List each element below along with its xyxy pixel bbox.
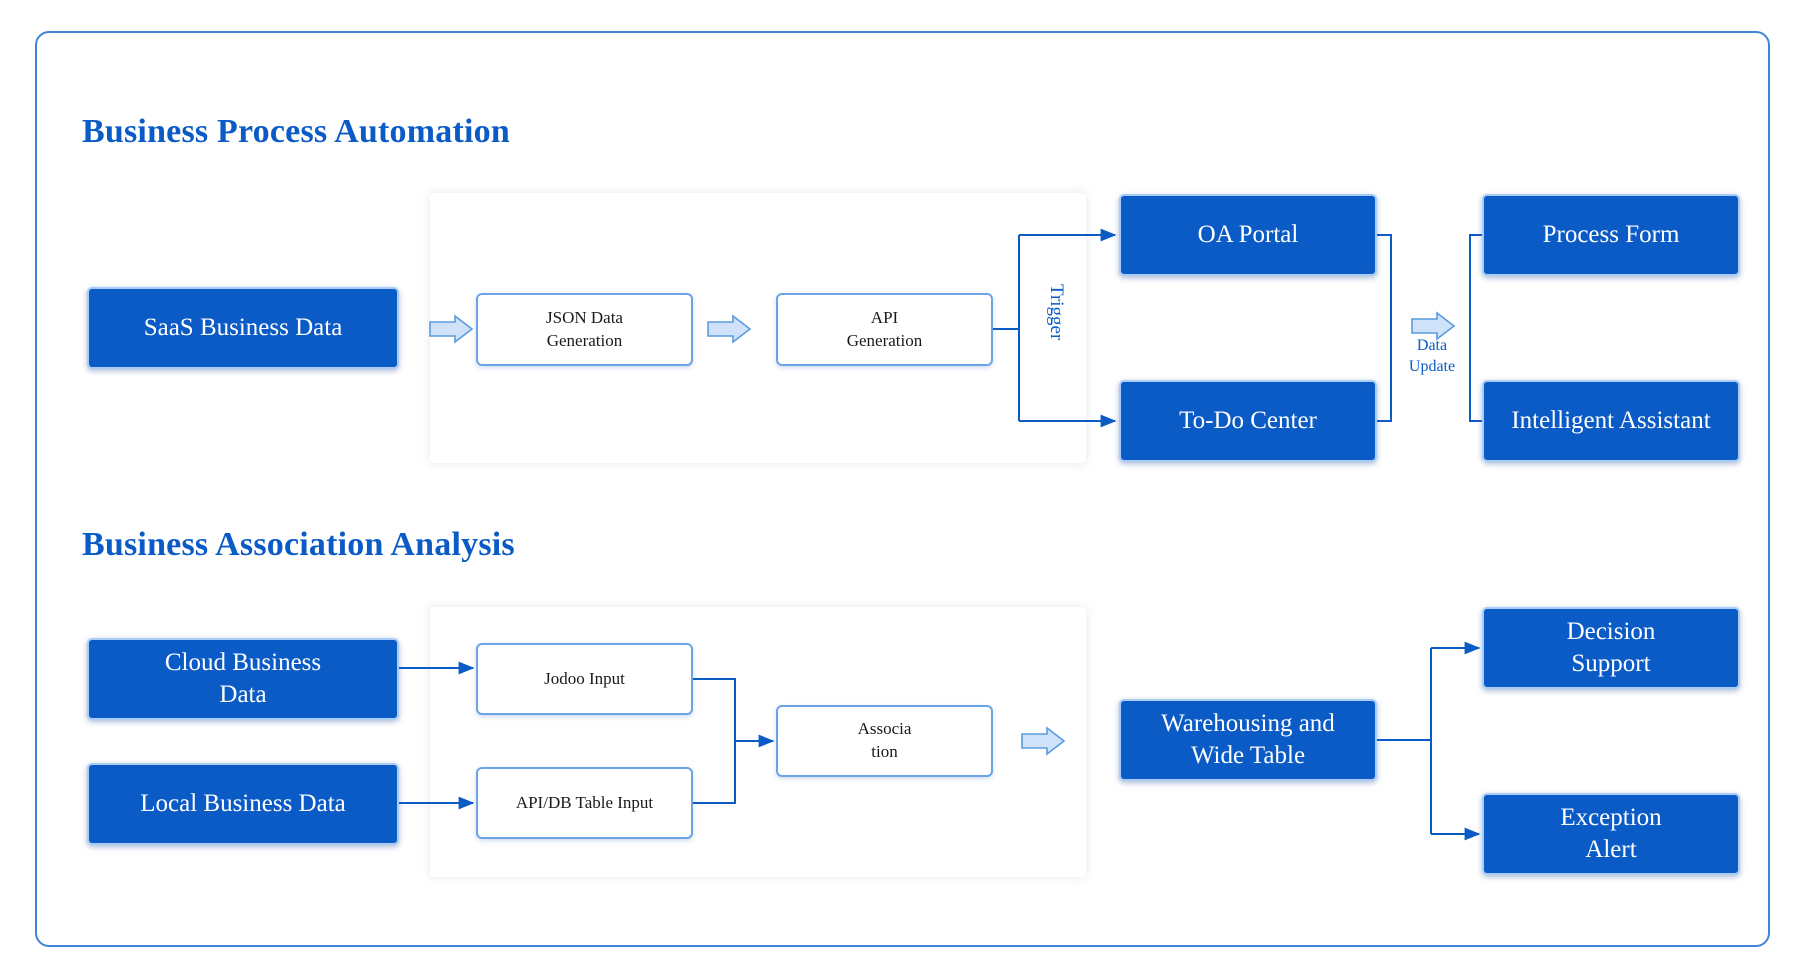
exception-line-2: Alert — [1585, 836, 1637, 863]
cloud-line-2: Data — [219, 681, 267, 708]
warehousing-wide-table-box[interactable]: Warehousing and Wide Table — [1119, 699, 1377, 781]
cloud-business-data-box[interactable]: Cloud Business Data — [87, 638, 399, 720]
decision-support-box[interactable]: Decision Support — [1482, 607, 1740, 689]
exception-line-1: Exception — [1560, 804, 1662, 831]
association-line-1: Associa — [857, 719, 912, 739]
warehouse-output-connector — [1377, 641, 1481, 841]
data-update-label: Data Update — [1392, 336, 1472, 378]
process-form-label: Process Form — [1542, 221, 1680, 248]
diagram-frame — [35, 31, 1770, 947]
decision-line-2: Support — [1571, 650, 1651, 677]
exception-alert-box[interactable]: Exception Alert — [1482, 793, 1740, 875]
api-db-table-input-label: API/DB Table Input — [515, 792, 654, 812]
cloud-line-1: Cloud Business — [164, 649, 322, 676]
source-input-connectors — [399, 661, 475, 810]
trigger-connector — [993, 228, 1117, 428]
jodoo-input-label: Jodoo Input — [544, 668, 625, 688]
data-update-line-1: Data — [1416, 337, 1448, 354]
process-form-box[interactable]: Process Form — [1482, 194, 1740, 276]
json-data-generation-label: JSON Data Generation — [546, 307, 623, 353]
exception-alert-label: Exception Alert — [1560, 802, 1661, 866]
association-line-2: tion — [871, 742, 898, 761]
decision-support-label: Decision Support — [1567, 616, 1656, 680]
data-update-connector — [1377, 234, 1482, 422]
intelligent-assistant-box[interactable]: Intelligent Assistant — [1482, 380, 1740, 462]
todo-center-box[interactable]: To-Do Center — [1119, 380, 1377, 462]
json-line-2: Generation — [546, 330, 623, 350]
oa-portal-box[interactable]: OA Portal — [1119, 194, 1377, 276]
todo-center-label: To-Do Center — [1179, 407, 1317, 434]
decision-line-1: Decision — [1566, 618, 1656, 645]
section-title-analysis: Business Association Analysis — [82, 526, 515, 563]
api-generation-label: API Generation — [847, 307, 923, 353]
local-business-data-box[interactable]: Local Business Data — [87, 763, 399, 845]
section-title-process: Business Process Automation — [82, 113, 510, 150]
jodoo-input-box[interactable]: Jodoo Input — [476, 643, 693, 715]
json-data-generation-box[interactable]: JSON Data Generation — [476, 293, 693, 366]
association-box[interactable]: Associa tion — [776, 705, 993, 777]
trigger-label: Trigger — [1046, 284, 1067, 341]
intelligent-assistant-label: Intelligent Assistant — [1511, 407, 1711, 434]
association-label: Associa tion — [858, 718, 912, 764]
data-update-line-2: Update — [1408, 357, 1456, 375]
api-line-2: Generation — [846, 330, 923, 350]
hollow-arrow-json-to-api — [707, 314, 752, 344]
warehouse-line-1: Warehousing and — [1161, 710, 1335, 737]
warehousing-wide-table-label: Warehousing and Wide Table — [1161, 708, 1335, 772]
api-line-1: API — [870, 307, 899, 327]
local-business-data-label: Local Business Data — [140, 790, 346, 817]
merge-connector — [693, 678, 775, 804]
api-db-table-input-box[interactable]: API/DB Table Input — [476, 767, 693, 839]
saas-business-data-label: SaaS Business Data — [143, 314, 343, 341]
hollow-arrow-saas-to-json — [429, 314, 474, 344]
saas-business-data-box[interactable]: SaaS Business Data — [87, 287, 399, 369]
oa-portal-label: OA Portal — [1197, 221, 1299, 248]
hollow-arrow-data-update — [1411, 311, 1456, 341]
hollow-arrow-association-to-warehouse — [1021, 726, 1066, 756]
warehouse-line-2: Wide Table — [1190, 742, 1306, 769]
json-line-1: JSON Data — [546, 307, 623, 327]
api-generation-box[interactable]: API Generation — [776, 293, 993, 366]
cloud-business-data-label: Cloud Business Data — [165, 647, 321, 711]
